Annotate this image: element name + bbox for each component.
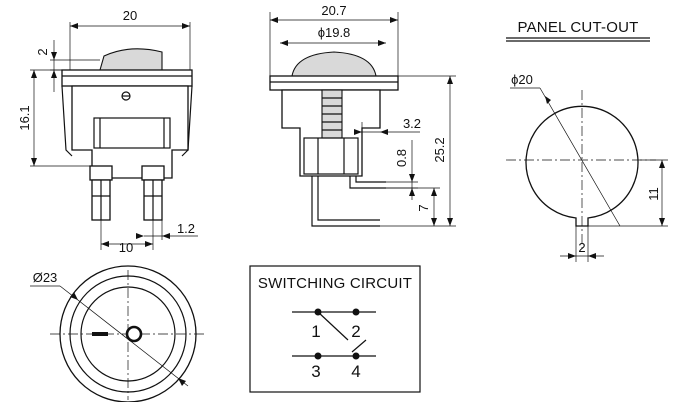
cutout-height-dim: 11 [646,187,661,201]
contact-point [352,352,360,360]
front-pitch-dim: 10 [119,240,133,255]
panel-cutout-title: PANEL CUT-OUT [518,19,639,36]
side-thickness-dim: 0.8 [394,149,409,167]
top-view: Ø23 [30,265,206,402]
front-pin-width-dim: 1.2 [177,221,195,236]
pin-label-2: 2 [351,322,360,341]
contact-point [352,308,360,316]
cutout-diameter-dim: ϕ20 [511,72,533,87]
pin-label-4: 4 [351,362,360,381]
top-diameter-dim: Ø23 [33,270,58,285]
front-view: 20 2 16.1 [17,8,198,255]
switching-circuit: SWITCHING CIRCUIT 1 2 3 4 [249,265,421,393]
side-height-dim: 25.2 [432,137,447,162]
switching-circuit-title: SWITCHING CIRCUIT [258,275,412,292]
pin-label-1: 1 [311,322,320,341]
side-gap-dim: 3.2 [403,116,421,131]
front-height-dim: 16.1 [17,105,32,130]
side-flange-dim: 20.7 [321,3,346,18]
side-dome-dim: ϕ19.8 [318,25,351,40]
side-terminal-dim: 7 [416,204,431,211]
panel-cutout: PANEL CUT-OUT ϕ20 11 2 [506,19,668,262]
cutout-key-dim: 2 [578,240,585,255]
contact-point [314,352,322,360]
pin-label-3: 3 [311,362,320,381]
front-top-dim: 2 [35,48,50,55]
front-width-dim: 20 [123,8,137,23]
side-view: 20.7 ϕ19.8 3.2 [269,3,456,227]
